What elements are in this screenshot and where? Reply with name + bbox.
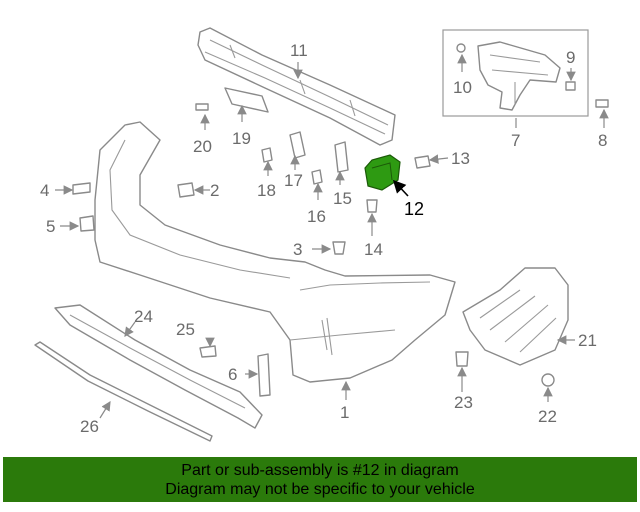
callout-14: 14	[364, 240, 383, 259]
callout-18: 18	[257, 181, 276, 200]
parts-diagram: 11 10 9 7 8 20 19 18 17 16 15 13 12 14 3…	[34, 27, 609, 442]
lower-molding-part-26	[34, 341, 213, 442]
callout-7: 7	[511, 131, 520, 150]
callout-8: 8	[598, 131, 607, 150]
callout-2: 2	[210, 181, 219, 200]
callout-24: 24	[134, 307, 153, 326]
fasteners	[72, 87, 609, 397]
callout-6: 6	[228, 365, 237, 384]
callout-4: 4	[40, 181, 49, 200]
info-banner: Part or sub-assembly is #12 in diagram D…	[3, 457, 637, 502]
callout-15: 15	[333, 189, 352, 208]
callout-1: 1	[340, 403, 349, 422]
callout-9: 9	[566, 48, 575, 67]
callout-22: 22	[538, 407, 557, 426]
callout-26: 26	[80, 417, 99, 436]
leader-lines	[55, 53, 609, 419]
callout-21: 21	[578, 331, 597, 350]
callout-5: 5	[46, 217, 55, 236]
callout-12: 12	[404, 199, 424, 219]
reinforcement-bar-part-11	[197, 27, 396, 146]
callout-labels: 11 10 9 7 8 20 19 18 17 16 15 13 12 14 3…	[40, 41, 607, 436]
callout-25: 25	[176, 320, 195, 339]
callout-19: 19	[232, 129, 251, 148]
banner-line-1: Part or sub-assembly is #12 in diagram	[181, 462, 459, 479]
callout-23: 23	[454, 393, 473, 412]
callout-10: 10	[453, 78, 472, 97]
callout-13: 13	[451, 149, 470, 168]
bumper-cover-part-1	[94, 121, 456, 383]
callout-17: 17	[284, 171, 303, 190]
highlighted-bracket-part-12	[364, 154, 401, 191]
callout-3: 3	[293, 240, 302, 259]
banner-line-2: Diagram may not be specific to your vehi…	[165, 481, 475, 498]
callout-20: 20	[193, 137, 212, 156]
bracket-group-part-7	[442, 29, 589, 117]
callout-11: 11	[290, 41, 308, 60]
undercover-part-21	[462, 267, 569, 366]
callout-16: 16	[307, 207, 326, 226]
